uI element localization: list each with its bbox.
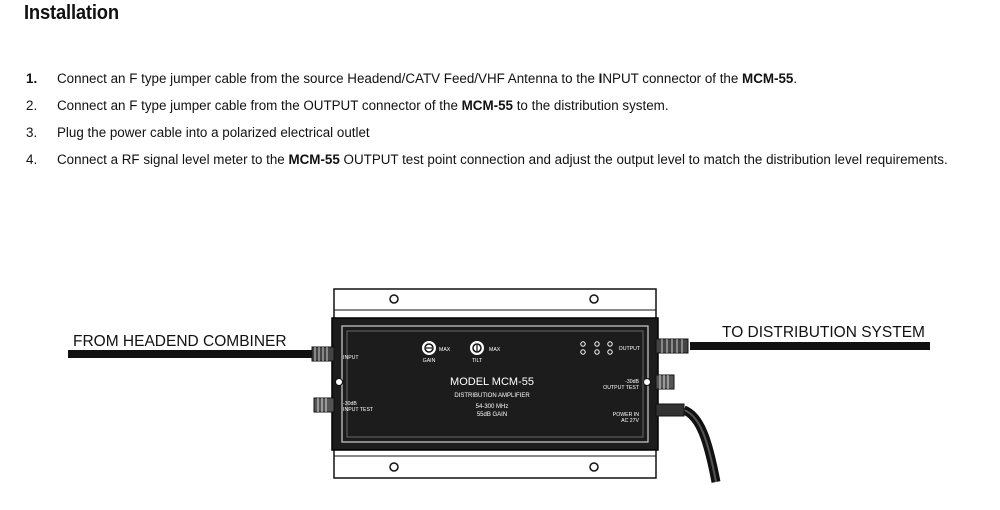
input-label: INPUT (343, 355, 359, 361)
power-cable (681, 405, 721, 483)
amplifier-panel-inner-border (346, 330, 644, 438)
step-text-part: NPUT connector of the (602, 71, 743, 86)
step-text-part: to the distribution system. (512, 98, 669, 113)
step-item: 2. Connect an F type jumper cable from t… (26, 97, 996, 124)
step-text-part: Connect an F type jumper cable from the … (57, 98, 462, 113)
mounting-hole-icon (389, 462, 399, 472)
page-title: Installation (24, 2, 119, 24)
tilt-label: TILT (472, 358, 483, 364)
headend-combiner-label: FROM HEADEND COMBINER (73, 333, 287, 350)
tilt-knob-icon (470, 341, 484, 355)
power-inlet-icon (655, 403, 685, 417)
installation-steps: 1. Connect an F type jumper cable from t… (26, 70, 996, 178)
step-text-part: Plug the power cable into a polarized el… (57, 125, 370, 140)
step-text: Plug the power cable into a polarized el… (57, 124, 370, 142)
step-item: 4. Connect a RF signal level meter to th… (26, 151, 996, 178)
step-text: Connect an F type jumper cable from the … (57, 97, 669, 115)
gain-label: GAIN (423, 358, 436, 364)
step-item: 3. Plug the power cable into a polarized… (26, 124, 996, 151)
frequency-label: 54-300 MHz (476, 404, 509, 410)
model-label: MODEL MCM-55 (450, 376, 534, 388)
output-test-db-label: -30dB (625, 379, 639, 385)
power-voltage-label: AC 27V (621, 418, 639, 424)
mounting-hole-icon (389, 294, 399, 304)
step-number: 2. (26, 98, 38, 113)
power-cable-highlight (683, 409, 717, 483)
description-label: DISTRIBUTION AMPLIFIER (454, 393, 530, 399)
step-text-part: Connect an F type jumper cable from the … (57, 71, 599, 86)
step-item: 1. Connect an F type jumper cable from t… (26, 70, 996, 97)
step-text-bold: MCM-55 (288, 152, 340, 167)
input-test-label: INPUT TEST (343, 407, 374, 413)
output-connector-icon (655, 338, 689, 354)
input-cable (68, 350, 314, 358)
tilt-max-label: MAX (489, 347, 501, 353)
input-test-db-label: -30dB (343, 401, 357, 407)
step-text-bold: MCM-55 (742, 71, 794, 86)
step-number: 3. (26, 125, 38, 140)
power-in-label: POWER IN (613, 412, 639, 418)
output-test-label: OUTPUT TEST (603, 385, 640, 391)
bottom-mounting-flange (333, 447, 657, 479)
test-point-dots-icon (580, 341, 613, 355)
gain-knob-icon (422, 341, 436, 355)
step-text-part: Connect a RF signal level meter to the (57, 152, 289, 167)
input-test-connector-icon (313, 397, 335, 413)
mounting-hole-icon (589, 294, 599, 304)
input-connector-icon (311, 346, 335, 362)
step-number: 4. (26, 152, 38, 167)
ground-screw-icon (643, 378, 651, 386)
step-text-part: . (793, 71, 798, 86)
step-text: Connect a RF signal level meter to the M… (57, 151, 948, 169)
step-text-bold: I (598, 71, 603, 86)
mounting-hole-icon (589, 462, 599, 472)
distribution-system-label: TO DISTRIBUTION SYSTEM (722, 324, 925, 341)
step-text: Connect an F type jumper cable from the … (57, 70, 797, 88)
output-label: OUTPUT (619, 346, 641, 352)
ground-screw-icon (335, 378, 343, 386)
gain-max-label: MAX (439, 347, 451, 353)
step-number: 1. (26, 71, 38, 86)
step-text-part: OUTPUT test point connection and adjust … (339, 152, 948, 167)
top-mounting-flange (333, 288, 657, 320)
step-text-bold: MCM-55 (461, 98, 513, 113)
output-cable (690, 342, 930, 350)
amplifier-body (331, 317, 659, 451)
gain-spec-label: 55dB GAIN (477, 412, 507, 418)
output-test-connector-icon (655, 374, 675, 390)
